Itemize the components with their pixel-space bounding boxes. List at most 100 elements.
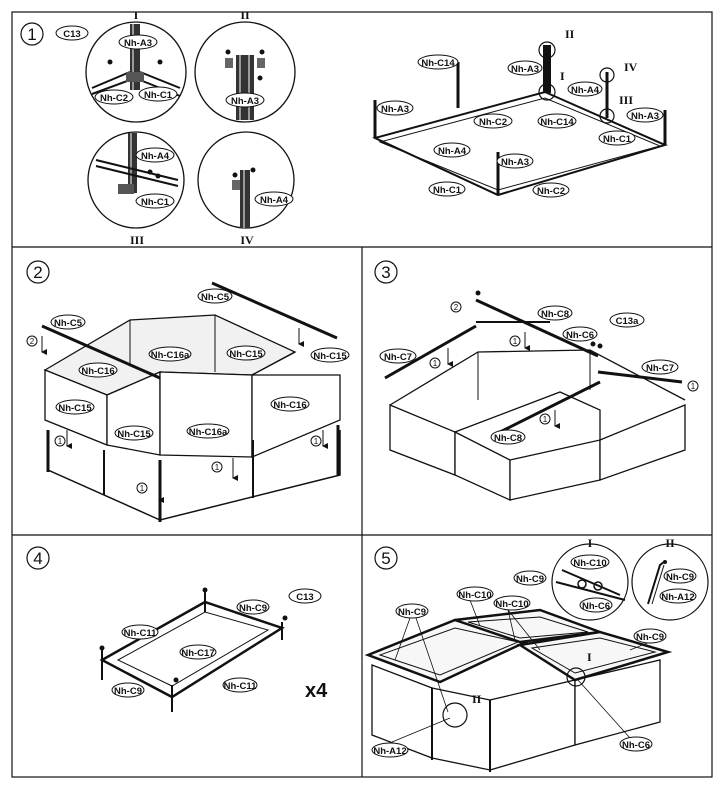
part-label: Nh-A12 — [371, 742, 409, 758]
arrow-number: 1 — [54, 435, 66, 447]
svg-text:1: 1 — [140, 484, 145, 493]
part-label: Nh-C9 — [663, 568, 697, 584]
svg-text:Nh-C9: Nh-C9 — [114, 686, 142, 697]
svg-text:Nh-A12: Nh-A12 — [373, 746, 406, 757]
svg-text:2: 2 — [454, 303, 459, 312]
step-3-panel: 3 2 1 1 1 1 Nh-C8 — [374, 260, 699, 502]
part-label: Nh-C15 — [226, 345, 266, 361]
arrow-number: 1 — [211, 461, 223, 473]
part-label: Nh-C9 — [395, 603, 429, 619]
svg-text:Nh-C6: Nh-C6 — [622, 740, 650, 751]
svg-text:Nh-C15: Nh-C15 — [229, 349, 263, 360]
part-label: Nh-C2 — [94, 89, 134, 105]
svg-text:Nh-C16a: Nh-C16a — [151, 350, 190, 361]
svg-text:Nh-C17: Nh-C17 — [181, 648, 214, 659]
assembled-greenhouse-drawing — [364, 599, 673, 772]
svg-text:Nh-A3: Nh-A3 — [631, 111, 659, 122]
part-label: Nh-C9 — [513, 570, 547, 586]
arrow-number: 1 — [136, 482, 148, 494]
svg-text:Nh-C5: Nh-C5 — [201, 292, 230, 303]
svg-text:Nh-C5: Nh-C5 — [54, 318, 83, 329]
part-label: Nh-A3 — [496, 153, 534, 169]
part-label: Nh-C9 — [236, 599, 270, 615]
svg-text:Nh-A3: Nh-A3 — [124, 38, 152, 49]
svg-text:1: 1 — [513, 337, 518, 346]
base-frame-drawing — [372, 41, 668, 197]
part-label: Nh-A3 — [626, 107, 664, 123]
part-label: Nh-C15 — [114, 425, 154, 441]
part-label: Nh-C11 — [222, 677, 258, 693]
part-label: Nh-C16a — [186, 423, 230, 439]
arrow-number: 2 — [26, 335, 38, 347]
part-label: Nh-C15 — [55, 399, 95, 415]
svg-text:1: 1 — [691, 382, 696, 391]
part-label: Nh-C5 — [197, 288, 233, 304]
svg-text:C13: C13 — [63, 29, 80, 40]
svg-text:Nh-C9: Nh-C9 — [239, 603, 267, 614]
svg-text:Nh-C1: Nh-C1 — [144, 90, 173, 101]
svg-text:Nh-C11: Nh-C11 — [124, 628, 157, 639]
part-label: Nh-C10 — [570, 554, 610, 570]
callout-IV: IV — [240, 233, 254, 247]
panel-grid — [11, 11, 713, 778]
step-1-panel: 1 I II — [20, 8, 668, 247]
part-label: Nh-C1 — [598, 130, 636, 146]
step-4-number: 4 — [26, 546, 50, 570]
svg-text:Nh-C11: Nh-C11 — [224, 681, 257, 692]
step-3-number: 3 — [374, 260, 398, 284]
part-label: Nh-C8 — [537, 305, 573, 321]
arrow-number: 1 — [509, 335, 521, 347]
svg-text:Nh-C14: Nh-C14 — [421, 58, 455, 69]
detail-circle-III — [87, 131, 185, 229]
svg-text:Nh-A3: Nh-A3 — [381, 104, 409, 115]
svg-text:1: 1 — [58, 437, 63, 446]
part-label: Nh-C1 — [135, 193, 175, 209]
svg-text:Nh-C15: Nh-C15 — [58, 403, 92, 414]
svg-text:1: 1 — [433, 359, 438, 368]
arrow-number: 1 — [687, 380, 699, 392]
part-label: Nh-C9 — [633, 628, 667, 644]
part-label: Nh-C7 — [641, 359, 679, 375]
part-label: Nh-A3 — [225, 92, 265, 108]
callout-II: II — [665, 536, 675, 550]
part-label: Nh-A4 — [254, 191, 294, 207]
part-label: Nh-C5 — [50, 314, 86, 330]
svg-text:Nh-C9: Nh-C9 — [398, 607, 426, 618]
svg-text:C13: C13 — [296, 592, 313, 603]
svg-text:1: 1 — [543, 415, 548, 424]
svg-text:Nh-C7: Nh-C7 — [646, 363, 674, 374]
part-label: Nh-C6 — [579, 597, 613, 613]
svg-text:3: 3 — [381, 263, 390, 282]
detail-circle-II — [194, 21, 296, 123]
arrow-number: 1 — [429, 357, 441, 369]
part-label: Nh-C16a — [148, 346, 192, 362]
part-label: Nh-C2 — [473, 113, 513, 129]
svg-text:Nh-C8: Nh-C8 — [494, 433, 522, 444]
part-label: Nh-C6 — [562, 326, 598, 342]
arrow-number: 1 — [539, 413, 551, 425]
callout-III: III — [619, 93, 633, 107]
part-label: Nh-C8 — [490, 429, 526, 445]
part-label: Nh-C10 — [493, 595, 531, 611]
part-label: Nh-C1 — [138, 86, 178, 102]
svg-text:2: 2 — [33, 263, 42, 282]
arrow-number: 1 — [310, 435, 322, 447]
step-5-number: 5 — [374, 546, 398, 570]
svg-text:1: 1 — [314, 437, 319, 446]
part-label: Nh-A4 — [567, 81, 603, 97]
svg-text:Nh-C6: Nh-C6 — [582, 601, 610, 612]
part-label: Nh-A3 — [376, 100, 414, 116]
svg-text:Nh-C10: Nh-C10 — [458, 590, 491, 601]
part-label: Nh-A4 — [433, 142, 471, 158]
svg-text:Nh-A4: Nh-A4 — [260, 195, 289, 206]
callout-II: II — [240, 8, 250, 22]
step-4-panel: 4 x4 C13 Nh-C9 Nh-C11 Nh-C17 Nh-C9 Nh-C1… — [26, 546, 328, 712]
detail-circle-IV — [197, 131, 295, 229]
frame-with-rafters-drawing — [384, 290, 686, 502]
svg-text:Nh-C15: Nh-C15 — [117, 429, 151, 440]
part-label: Nh-C14 — [417, 54, 459, 70]
callout-I: I — [560, 69, 565, 83]
multiplier-x4: x4 — [305, 680, 328, 702]
svg-text:Nh-A3: Nh-A3 — [231, 96, 259, 107]
svg-text:Nh-C9: Nh-C9 — [516, 574, 544, 585]
